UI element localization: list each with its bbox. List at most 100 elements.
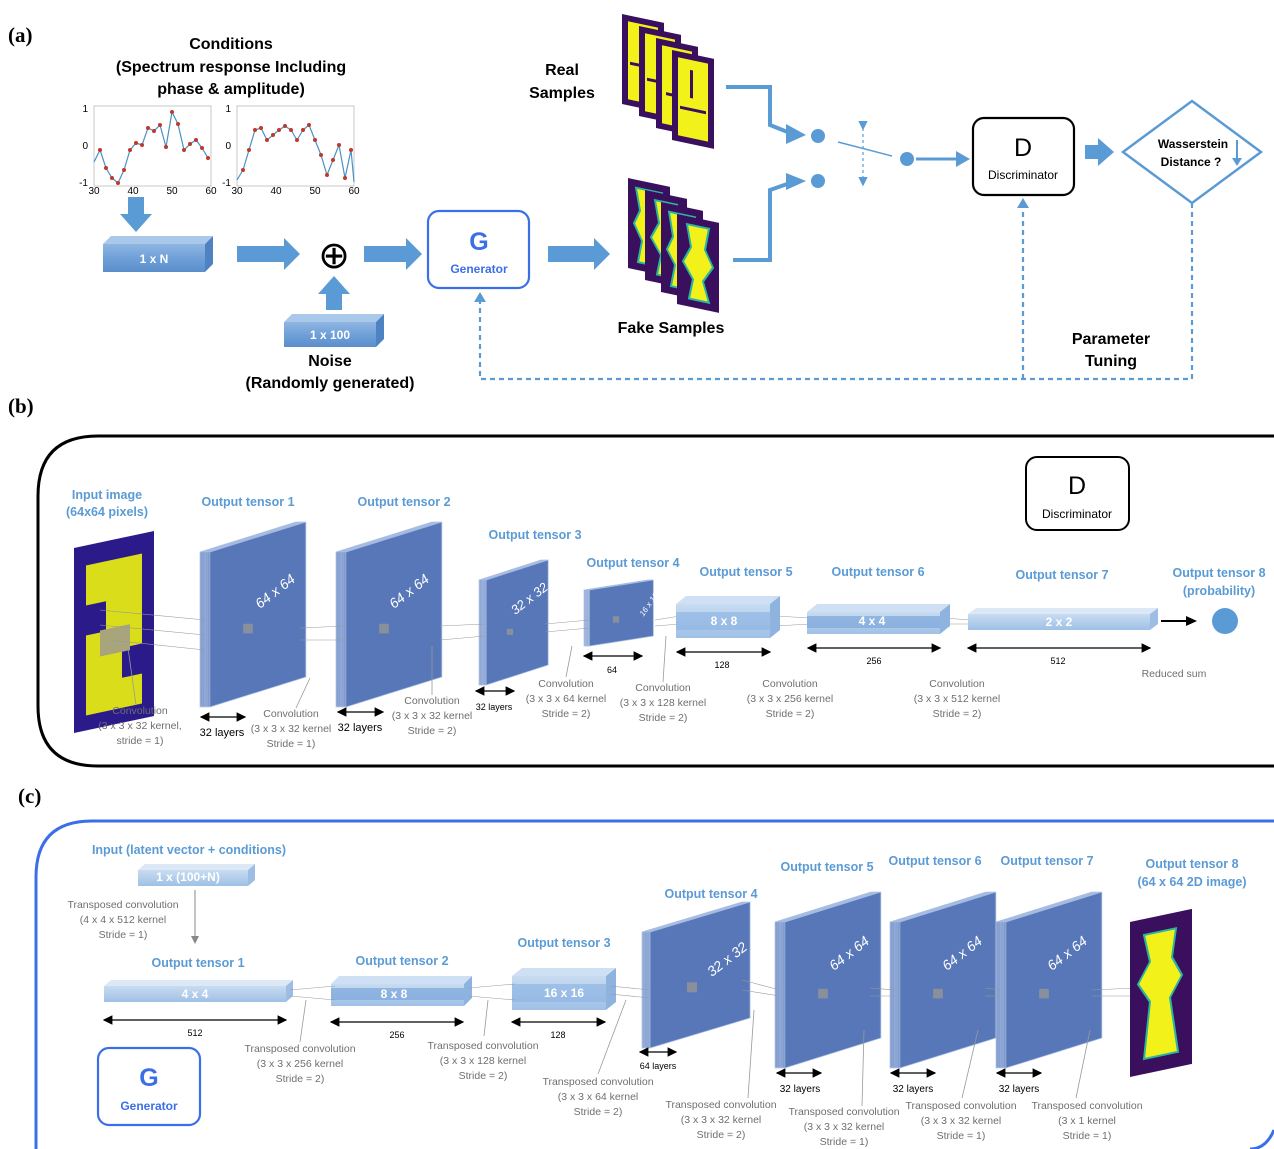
b-layer-label-7: 512 — [1050, 656, 1065, 666]
b-conv-annotation-4: Convolution (3 x 3 x 64 kernel Stride = … — [526, 645, 607, 720]
c-input-down-arrowhead — [191, 936, 199, 944]
plot2-ytick-1: 0 — [225, 141, 231, 152]
svg-text:(3 x 3 x 32 kernel: (3 x 3 x 32 kernel — [681, 1114, 762, 1126]
svg-text:Convolution: Convolution — [538, 678, 594, 690]
c-tensor-title-1: Output tensor 1 — [151, 956, 244, 970]
spectrum-plot-2: 30 40 50 60 1 0 -1 — [222, 104, 360, 197]
c-layer-label-6: 32 layers — [893, 1084, 934, 1095]
b-reduced-sum-label: Reduced sum — [1142, 668, 1207, 680]
b-tensor-title-8: Output tensor 8 — [1172, 566, 1265, 580]
b-tensor-title-2: Output tensor 2 — [357, 495, 450, 509]
svg-text:Stride = 2): Stride = 2) — [766, 708, 815, 720]
c-tconv-annotation-1: Transposed convolution (3 x 3 x 256 kern… — [244, 999, 356, 1085]
noise-vector-label: 1 x 100 — [310, 328, 350, 342]
plot1-ytick-2: -1 — [79, 178, 88, 189]
condition-down-arrow — [120, 197, 152, 232]
b-tensor-title-5: Output tensor 5 — [699, 565, 792, 579]
b-tensor-stack-3 — [478, 559, 549, 686]
discriminator-box-a — [971, 116, 1076, 197]
svg-text:(3 x 3 x 64 kernel: (3 x 3 x 64 kernel — [526, 693, 607, 705]
generator-box-c — [96, 1046, 202, 1127]
svg-text:Stride = 1): Stride = 1) — [937, 1130, 986, 1142]
c-size-label-2: 8 x 8 — [381, 987, 408, 1001]
panel-c-frame-corner — [1249, 1129, 1274, 1149]
condition-to-sum-arrow — [237, 238, 300, 270]
svg-text:Stride = 2): Stride = 2) — [408, 725, 457, 737]
b-tensor-stack-2 — [335, 521, 443, 708]
plot1-ytick-0: 1 — [82, 104, 88, 115]
svg-text:Convolution: Convolution — [404, 695, 460, 707]
b-conv-annotation-7: Convolution (3 x 3 x 512 kernel Stride =… — [914, 678, 1000, 720]
noise-subtitle: (Randomly generated) — [246, 375, 415, 392]
c-tconv-annotation-2: Transposed convolution (3 x 3 x 128 kern… — [427, 999, 539, 1082]
b-tensor-stacks — [99, 521, 971, 708]
feedback-discriminator-arrowhead — [1017, 198, 1029, 208]
svg-text:Transposed convolution: Transposed convolution — [244, 1043, 355, 1055]
noise-vector-box — [284, 314, 384, 347]
plot2-ytick-0: 1 — [225, 104, 231, 115]
b-tensor-stack-4 — [583, 579, 654, 647]
b-tensor-stack-1 — [199, 521, 307, 708]
fake-connector-arrowhead — [786, 173, 806, 190]
svg-text:Stride = 2): Stride = 2) — [697, 1129, 746, 1141]
svg-text:Convolution: Convolution — [762, 678, 818, 690]
b-layer-label-4: 64 — [607, 665, 617, 675]
svg-text:(3 x 1 kernel: (3 x 1 kernel — [1058, 1115, 1116, 1127]
discriminator-to-distance-arrow — [1085, 138, 1114, 166]
fake-samples-label: Fake Samples — [618, 320, 725, 337]
c-tensor-title-3: Output tensor 3 — [517, 936, 610, 950]
c-tconv-annotation-6: Transposed convolution (3 x 3 x 32 kerne… — [905, 1029, 1017, 1142]
svg-text:stride = 1): stride = 1) — [117, 735, 164, 747]
noise-up-arrow — [318, 276, 350, 310]
panel-c-label: (c) — [18, 784, 41, 808]
real-samples-label-1: Real — [545, 62, 579, 79]
c-tconv-annotation-7: Transposed convolution (3 x 1 kernel Str… — [1031, 1029, 1143, 1142]
c-tensor-bar-1 — [104, 980, 293, 1002]
real-connector-arrowhead — [786, 124, 806, 144]
c-layer-label-3: 128 — [550, 1030, 565, 1040]
c-tensor-title-4: Output tensor 4 — [664, 887, 757, 901]
generator-box-a — [426, 209, 531, 290]
svg-text:(3 x 3 x 32 kernel: (3 x 3 x 32 kernel — [921, 1115, 1002, 1127]
b-probability-node — [1212, 608, 1238, 634]
svg-text:Transposed convolution: Transposed convolution — [905, 1100, 1016, 1112]
c-layer-label-5: 32 layers — [780, 1084, 821, 1095]
panel-b-frame — [36, 434, 1274, 768]
b-tensor-bar-7 — [968, 608, 1158, 630]
c-tensor-stacks — [289, 891, 1136, 1069]
b-conv-annotation-5: Convolution (3 x 3 x 128 kernel Stride =… — [620, 635, 706, 724]
conditions-subtitle-1: (Spectrum response Including — [116, 59, 346, 76]
svg-text:Stride = 2): Stride = 2) — [459, 1070, 508, 1082]
c-input-vector-label: 1 x (100+N) — [156, 870, 220, 884]
switch-node-fake — [811, 174, 825, 188]
svg-text:Convolution: Convolution — [635, 682, 691, 694]
b-input-image — [74, 530, 154, 733]
c-tensor-stack-4 — [641, 901, 751, 1049]
b-conv-annotation-3: Convolution (3 x 3 x 32 kernel Stride = … — [392, 646, 472, 737]
b-tensor-title-1: Output tensor 1 — [201, 495, 294, 509]
plot1-xtick-3: 60 — [205, 186, 217, 197]
b-output-arrowhead — [1186, 616, 1197, 626]
b-prob-label: (probability) — [1183, 584, 1255, 598]
c-layer-label-4: 64 layers — [640, 1061, 677, 1071]
svg-text:(3 x 3 x 256 kernel: (3 x 3 x 256 kernel — [747, 693, 833, 705]
b-conv-annotation-6: Convolution (3 x 3 x 256 kernel Stride =… — [747, 678, 833, 720]
discriminator-letter-b: D — [1068, 472, 1086, 500]
svg-text:Stride = 1): Stride = 1) — [820, 1136, 869, 1148]
condition-vector-box — [103, 236, 213, 272]
b-tensor-title-3: Output tensor 3 — [488, 528, 581, 542]
c-tconv-annotation-5: Transposed convolution (3 x 3 x 32 kerne… — [788, 1029, 900, 1148]
generator-text-a: Generator — [450, 262, 508, 276]
svg-text:Convolution: Convolution — [112, 705, 168, 717]
svg-text:Transposed convolution: Transposed convolution — [1031, 1100, 1142, 1112]
c-tconv-annotation-4: Transposed convolution (3 x 3 x 32 kerne… — [665, 1009, 777, 1141]
plot2-xtick-3: 60 — [348, 186, 360, 197]
b-conv-annotation-1: Convolution (3 x 3 x 32 kernel, stride =… — [98, 647, 182, 747]
b-size-label-6: 4 x 4 — [859, 614, 886, 628]
svg-text:(4 x 4 x 512 kernel: (4 x 4 x 512 kernel — [80, 914, 166, 926]
b-tensor-bar-6 — [807, 604, 950, 634]
feedback-generator-arrowhead — [474, 292, 486, 302]
c-output-image — [1130, 908, 1192, 1077]
svg-text:Convolution: Convolution — [929, 678, 985, 690]
switch-output-node — [900, 152, 914, 166]
